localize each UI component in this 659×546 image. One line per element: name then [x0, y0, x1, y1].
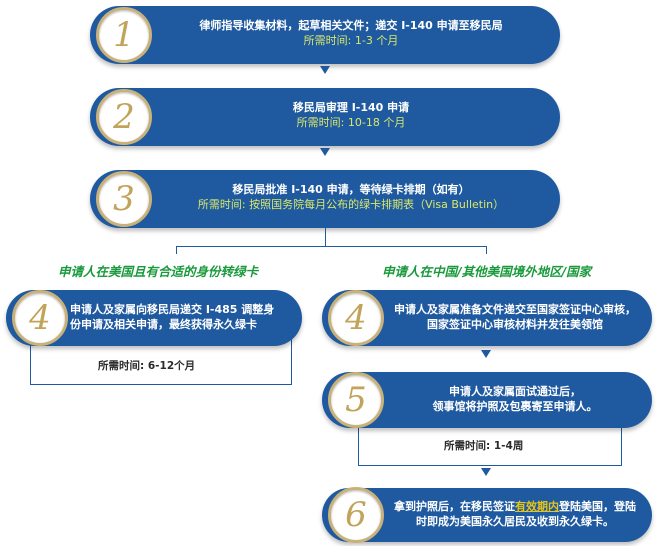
right-step-5-box: 5 申请人及家属面试通过后， 领事馆将护照及包裹寄至申请人。	[322, 372, 652, 428]
right-step-5-line2: 领事馆将护照及包裹寄至申请人。	[432, 400, 598, 413]
step-3-box: 3 移民局批准 I-140 申请，等待绿卡排期（如有） 所需时间: 按照国务院每…	[90, 170, 560, 228]
arrow-1-2	[320, 66, 330, 74]
connector-right	[486, 246, 487, 254]
branch-right-title: 申请人在中国/其他美国境外地区/国家	[382, 264, 592, 279]
right-time: 所需时间: 1-4周	[444, 440, 524, 452]
left-step-4-line1: 申请人及家属向移民局递交 I-485 调整身	[70, 303, 275, 316]
left-step-4-line2: 份申请及相关申请，最终获得永久绿卡	[70, 318, 257, 331]
right-step-4-line2: 国家签证中心审核材料并发往美领馆	[427, 318, 603, 331]
step-3-number: 3	[96, 171, 152, 227]
right-step-6-number: 6	[328, 487, 384, 543]
left-step-4-number: 4	[12, 290, 68, 346]
right-step-5-line1: 申请人及家属面试通过后，	[449, 385, 581, 398]
step-1-description: 律师指导收集材料，起草相关文件；递交 I-140 申请至移民局	[199, 19, 503, 32]
step-2-text: 移民局审理 I-140 申请 所需时间: 10-18 个月	[154, 100, 548, 130]
step-1-number: 1	[96, 7, 152, 63]
connector-branch	[176, 246, 486, 247]
right-step-6-line1-a: 拿到护照后，在移民签证	[394, 500, 515, 513]
right-step-6-line2: 时即成为美国永久居民及收到永久绿卡。	[416, 515, 614, 528]
step-2-description: 移民局审理 I-140 申请	[292, 101, 410, 114]
step-1-text: 律师指导收集材料，起草相关文件；递交 I-140 申请至移民局 所需时间: 1-…	[154, 18, 548, 48]
right-step-5-text: 申请人及家属面试通过后， 领事馆将护照及包裹寄至申请人。	[384, 384, 646, 414]
arrow-r5-r6	[481, 468, 491, 476]
right-step-4-line1: 申请人及家属准备文件递交至国家签证中心审核，	[394, 303, 636, 316]
highlight-valid-period: 有效期内	[515, 500, 559, 513]
step-3-time: 所需时间: 按照国务院每月公布的绿卡排期表（Visa Bulletin）	[197, 198, 505, 211]
step-2-number: 2	[96, 89, 152, 145]
right-step-4-box: 4 申请人及家属准备文件递交至国家签证中心审核， 国家签证中心审核材料并发往美领…	[322, 290, 652, 346]
right-step-6-box: 6 拿到护照后，在移民签证有效期内登陆美国，登陆 时即成为美国永久居民及收到永久…	[322, 487, 652, 543]
right-step-6-line1-b: 登陆美国，登陆	[559, 500, 636, 513]
left-step-4-text: 申请人及家属向移民局递交 I-485 调整身 份申请及相关申请，最终获得永久绿卡	[70, 302, 292, 332]
arrow-r4-r5	[481, 350, 491, 358]
connector-trunk	[325, 228, 326, 246]
step-1-box: 1 律师指导收集材料，起草相关文件；递交 I-140 申请至移民局 所需时间: …	[90, 6, 560, 64]
step-3-text: 移民局批准 I-140 申请，等待绿卡排期（如有） 所需时间: 按照国务院每月公…	[154, 182, 548, 212]
left-step-4-box: 4 申请人及家属向移民局递交 I-485 调整身 份申请及相关申请，最终获得永久…	[6, 290, 302, 346]
branch-left-title: 申请人在美国且有合适的身份转绿卡	[58, 264, 259, 279]
right-step-4-number: 4	[328, 290, 384, 346]
step-2-box: 2 移民局审理 I-140 申请 所需时间: 10-18 个月	[90, 88, 560, 146]
right-step-4-text: 申请人及家属准备文件递交至国家签证中心审核， 国家签证中心审核材料并发往美领馆	[384, 302, 646, 332]
step-3-description: 移民局批准 I-140 申请，等待绿卡排期（如有）	[232, 183, 470, 196]
connector-left	[176, 246, 177, 254]
right-step-5-number: 5	[328, 372, 384, 428]
step-1-time: 所需时间: 1-3 个月	[303, 34, 399, 47]
step-2-time: 所需时间: 10-18 个月	[296, 116, 406, 129]
arrow-2-3	[320, 148, 330, 156]
left-time: 所需时间: 6-12个月	[98, 360, 196, 372]
right-step-6-line1: 拿到护照后，在移民签证有效期内登陆美国，登陆	[384, 499, 646, 514]
right-step-6-text: 拿到护照后，在移民签证有效期内登陆美国，登陆 时即成为美国永久居民及收到永久绿卡…	[384, 499, 646, 529]
